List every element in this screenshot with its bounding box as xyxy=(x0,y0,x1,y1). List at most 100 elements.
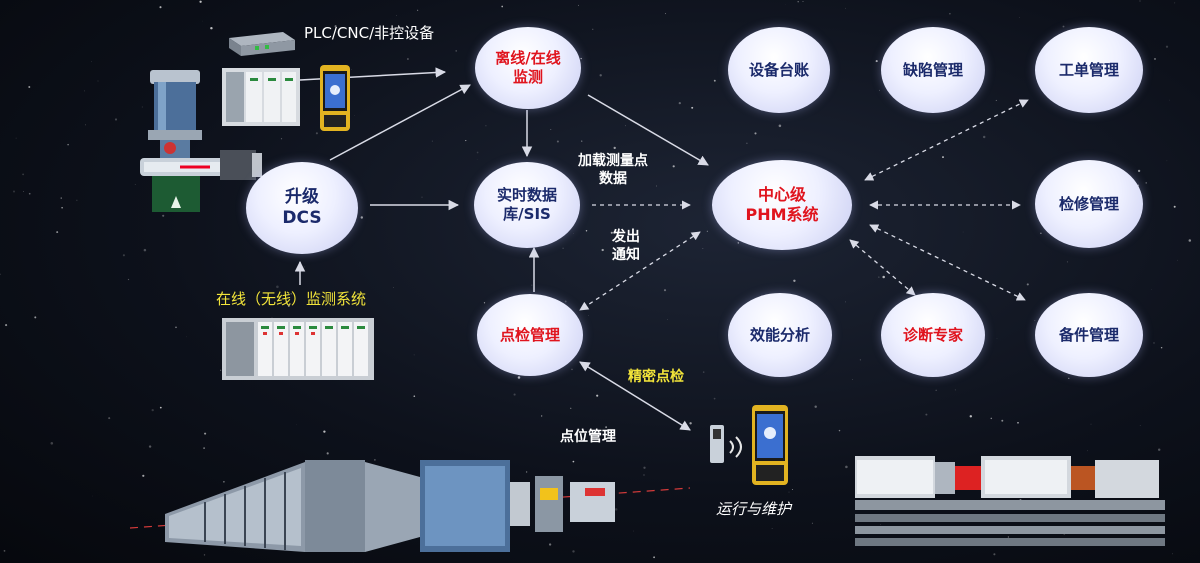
star xyxy=(797,0,799,3)
star xyxy=(280,138,283,140)
star xyxy=(34,316,37,319)
node-inspection-management-label: 点检管理 xyxy=(499,325,560,344)
star xyxy=(210,26,213,30)
star xyxy=(672,165,675,168)
star xyxy=(186,336,187,338)
star xyxy=(879,89,880,91)
star xyxy=(625,125,627,127)
star xyxy=(1188,239,1192,242)
star xyxy=(778,124,782,128)
node-offline-online-monitoring-label: 离线/在线 监测 xyxy=(495,49,561,86)
star xyxy=(771,528,773,529)
star xyxy=(556,140,559,143)
star xyxy=(513,393,516,396)
star xyxy=(614,508,618,511)
star xyxy=(455,50,457,52)
star xyxy=(485,125,487,127)
star xyxy=(287,305,290,307)
star xyxy=(360,216,363,219)
star xyxy=(351,69,352,70)
star xyxy=(162,214,165,217)
star xyxy=(60,197,62,199)
node-spare-parts-management: 备件管理 xyxy=(1035,293,1143,377)
node-defect-management: 缺陷管理 xyxy=(881,27,985,113)
star xyxy=(202,20,203,22)
star xyxy=(5,324,8,327)
node-diagnosis-expert-label: 诊断专家 xyxy=(902,325,963,344)
node-inspection-management: 点检管理 xyxy=(477,294,583,376)
arrow-monitoring-to-phm xyxy=(587,94,709,166)
star xyxy=(393,287,394,288)
star xyxy=(1040,232,1042,234)
star xyxy=(564,300,567,303)
star xyxy=(465,140,467,142)
star xyxy=(570,407,572,409)
star xyxy=(678,101,681,105)
star xyxy=(159,406,162,409)
star xyxy=(159,6,162,9)
star xyxy=(550,129,552,130)
star xyxy=(476,151,479,154)
star xyxy=(1139,0,1141,2)
star xyxy=(1068,377,1070,379)
star xyxy=(421,196,423,198)
star xyxy=(406,58,409,60)
label-precision-inspection: 精密点检 xyxy=(628,369,684,385)
star xyxy=(814,405,817,408)
star xyxy=(517,376,521,379)
node-asset-ledger: 设备台账 xyxy=(728,27,830,113)
star xyxy=(633,530,634,532)
star xyxy=(702,248,704,249)
star xyxy=(935,389,937,391)
star xyxy=(334,25,337,28)
star xyxy=(1090,423,1092,425)
star xyxy=(396,15,397,16)
star xyxy=(148,445,152,448)
star xyxy=(134,184,136,186)
star xyxy=(1160,346,1163,349)
star xyxy=(838,429,841,432)
star xyxy=(653,556,655,559)
star xyxy=(592,28,594,30)
star xyxy=(220,369,222,371)
star xyxy=(297,271,298,273)
star xyxy=(28,192,31,195)
node-upgrade-dcs: 升级 DCS xyxy=(246,162,358,254)
star xyxy=(845,301,846,303)
star xyxy=(28,86,31,88)
star xyxy=(239,296,241,298)
star xyxy=(713,397,716,400)
star xyxy=(13,190,15,193)
star xyxy=(141,106,143,108)
star xyxy=(691,106,694,109)
star xyxy=(1153,342,1155,344)
star xyxy=(1139,425,1141,427)
star xyxy=(114,118,118,121)
star xyxy=(852,379,853,380)
star xyxy=(875,60,878,63)
star xyxy=(737,242,740,244)
star xyxy=(175,326,177,329)
star xyxy=(290,292,293,295)
monitoring-cabinet-icon xyxy=(222,318,374,380)
star xyxy=(92,495,93,497)
star xyxy=(374,459,376,461)
label-plc-devices: PLC/CNC/非控设备 xyxy=(304,24,435,42)
star xyxy=(56,231,59,234)
star xyxy=(76,199,78,201)
star xyxy=(1154,58,1156,60)
star xyxy=(949,13,951,15)
star xyxy=(67,143,69,146)
star xyxy=(531,284,533,286)
node-diagnosis-expert: 诊断专家 xyxy=(881,293,985,377)
star xyxy=(585,230,588,232)
arrow-phm-spareparts xyxy=(869,224,1026,301)
star xyxy=(859,359,861,361)
plc-router-icon xyxy=(229,32,295,56)
node-maintenance-management: 检修管理 xyxy=(1035,160,1143,248)
star xyxy=(1001,419,1004,422)
node-efficiency-analysis: 效能分析 xyxy=(728,293,832,377)
star xyxy=(746,142,748,144)
star xyxy=(664,13,667,15)
node-maintenance-management-label: 检修管理 xyxy=(1058,194,1119,213)
